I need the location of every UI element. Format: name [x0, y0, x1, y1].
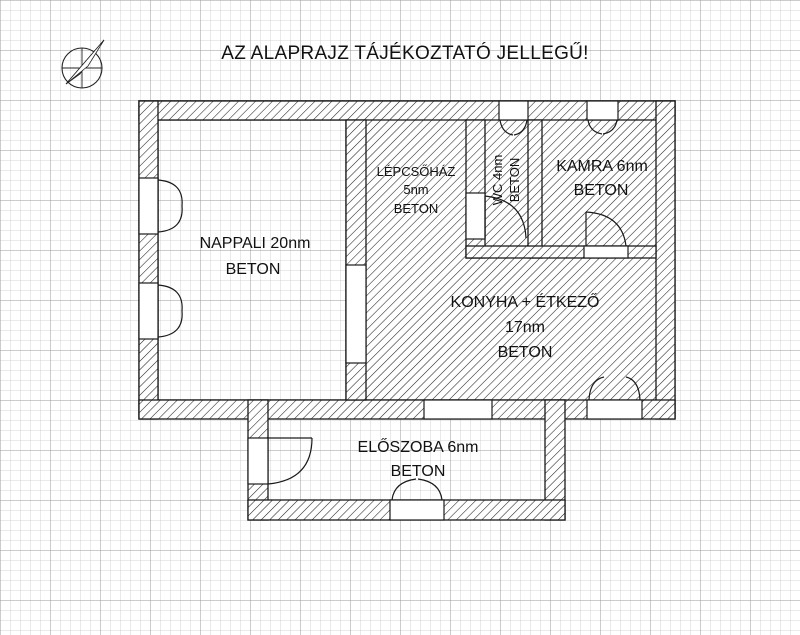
window-konyha [586, 399, 643, 420]
room-label-wc-floor: BETON [507, 158, 522, 203]
window-nappali-upper [138, 177, 159, 235]
swing-arc [267, 437, 313, 485]
room-label-konyha: KONYHA + ÉTKEZŐ [451, 292, 600, 311]
room-label-konyha-area: 17nm [505, 319, 545, 336]
windows [138, 100, 643, 521]
wall-bottom-main [138, 399, 676, 420]
room-label-eloszoba-floor: BETON [391, 463, 446, 480]
door-frame-entrance [247, 437, 269, 485]
swing-arc [391, 478, 417, 501]
swing-arc [417, 478, 443, 501]
swing-arc [587, 119, 603, 135]
wall-left [138, 100, 159, 420]
room-label-wc: WC 4nm [490, 155, 505, 206]
room-label-lepcsohaz-area: 5nm [403, 182, 428, 197]
swing-arc [513, 119, 528, 136]
room-label-nappali-floor: BETON [226, 261, 281, 278]
window-kamra [586, 100, 619, 121]
room-label-eloszoba: ELŐSZOBA 6nm [358, 437, 479, 456]
opening-konyha-eloszoba [423, 399, 493, 420]
swing-arc [585, 211, 627, 247]
door-swings [157, 119, 641, 501]
wall-right [655, 100, 676, 420]
swing-arc [484, 195, 527, 239]
door-frame-kamra [583, 245, 629, 259]
room-label-kamra: KAMRA 6nm [556, 158, 648, 175]
swing-arc [499, 119, 514, 136]
room-label-konyha-floor: BETON [498, 344, 553, 361]
window-wc [498, 100, 529, 121]
room-label-lepcsohaz-floor: BETON [394, 201, 439, 216]
swing-arc [602, 119, 618, 135]
north-arrow-icon [61, 39, 105, 89]
swing-arc [588, 376, 605, 401]
window-eloszoba [389, 499, 445, 521]
plan-title: AZ ALAPRAJZ TÁJÉKOZTATÓ JELLEGŰ! [221, 42, 589, 64]
room-label-lepcsohaz: LÉPCSŐHÁZ [377, 164, 456, 179]
swing-arc [157, 179, 183, 207]
room-label-kamra-floor: BETON [574, 182, 629, 199]
window-nappali-lower [138, 282, 159, 340]
wall-wc-kamra [527, 119, 543, 259]
room-label-nappali: NAPPALI 20nm [200, 235, 311, 252]
room-interiors [158, 120, 346, 400]
swing-arc [157, 310, 183, 338]
swing-arc [625, 376, 641, 401]
swing-arc [157, 205, 183, 233]
opening-nappali-partition [345, 264, 367, 364]
swing-arc [157, 284, 183, 312]
door-frame-wc [465, 192, 486, 240]
